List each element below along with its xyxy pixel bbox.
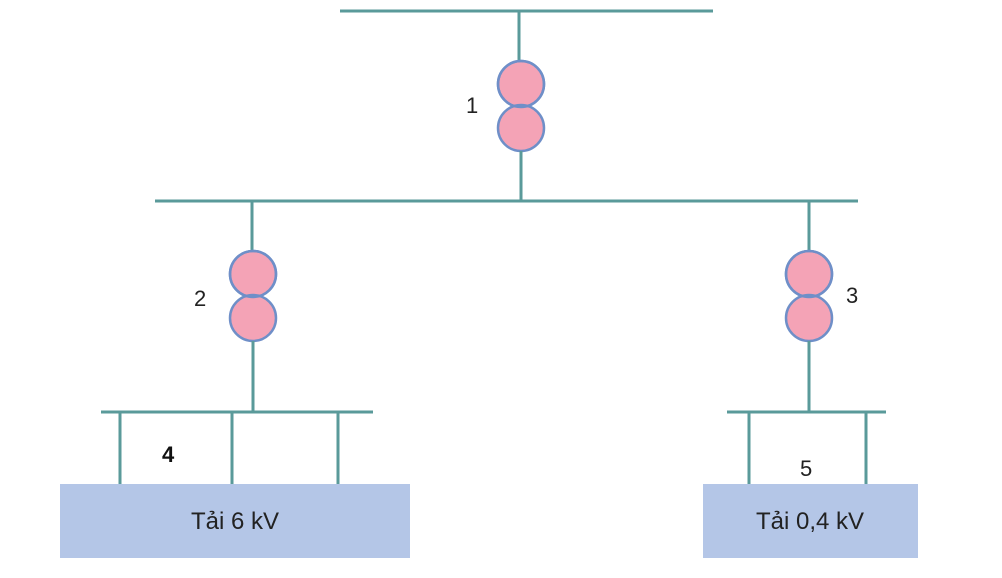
bus-4-label: 4 <box>162 442 175 467</box>
transformer-2 <box>228 249 278 343</box>
transformer-2-overlap-outline <box>228 249 278 299</box>
load-6kv-box <box>60 484 410 558</box>
transformer-3-secondary-winding <box>784 293 834 343</box>
transformer-1 <box>496 59 546 153</box>
transformer-1-label: 1 <box>466 93 478 118</box>
load-04kv-label: Tải 0,4 kV <box>756 508 864 535</box>
transformer-3-overlap-outline <box>784 249 834 299</box>
transformer-3-label: 3 <box>846 283 858 308</box>
transformer-1-secondary-winding <box>496 103 546 153</box>
transformer-3 <box>784 249 834 343</box>
transformer-2-secondary-winding <box>228 293 278 343</box>
load-04kv-box <box>703 484 918 558</box>
transformer-1-overlap-outline <box>496 59 546 109</box>
load-6kv-label: Tải 6 kV <box>191 508 279 535</box>
bus-5-label: 5 <box>800 456 812 481</box>
transformer-2-label: 2 <box>194 286 206 311</box>
